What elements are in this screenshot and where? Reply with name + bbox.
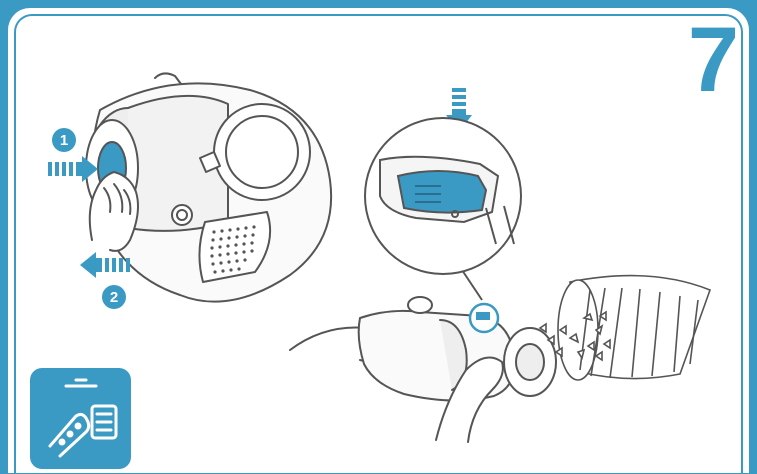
panel-frame	[14, 14, 743, 473]
remote-manual-icon	[48, 378, 118, 458]
step-2-badge: 2	[102, 285, 126, 309]
circle-1-icon	[52, 128, 76, 152]
step-2-badge-label: 2	[110, 289, 118, 306]
handheld-vacuum-illustration	[289, 296, 557, 443]
step-1-badge: 1	[52, 128, 76, 152]
circle-2-icon	[102, 285, 126, 309]
trash-bin-illustration	[538, 274, 712, 381]
release-button-closeup	[364, 117, 522, 301]
push-arrow-icon	[48, 156, 98, 182]
pull-arrow-icon	[80, 252, 130, 278]
step-number: 7	[687, 9, 739, 111]
remote-manual-card	[30, 368, 131, 469]
step-1-badge-label: 1	[60, 132, 68, 149]
